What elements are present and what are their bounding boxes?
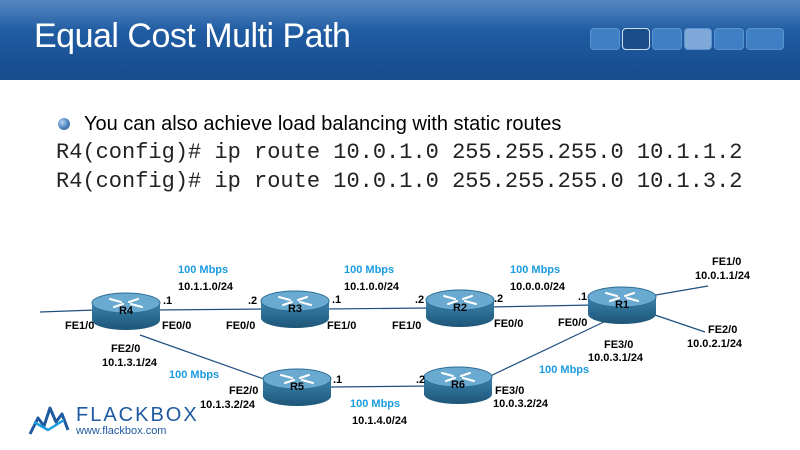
link-r4-r5 — [139, 334, 279, 385]
link-r1-fe1 — [649, 285, 709, 297]
interface-label: FE0/0 — [162, 320, 191, 332]
title-bar: Equal Cost Multi Path — [0, 0, 800, 80]
bullet-icon — [58, 118, 70, 130]
ip-label: 10.0.3.2/24 — [493, 398, 549, 410]
host-octet: .1 — [163, 295, 172, 307]
speed-label: 100 Mbps — [350, 398, 400, 410]
interface-label: FE1/0 — [65, 320, 94, 332]
interface-label: FE3/0 — [604, 339, 633, 351]
subnet-label: 10.1.0.0/24 — [344, 281, 400, 293]
interface-label: FE2/0 — [708, 324, 737, 336]
link-r6-r1 — [485, 319, 609, 379]
brand-name: FLACKBOX — [76, 404, 199, 426]
router-r5[interactable]: R5 — [262, 368, 332, 407]
command-line-2: R4(config)# ip route 10.0.1.0 255.255.25… — [56, 169, 743, 194]
interface-label: FE2/0 — [229, 385, 258, 397]
ip-label: 10.0.1.1/24 — [695, 270, 751, 282]
ip-label: 10.0.3.1/24 — [588, 352, 644, 364]
interface-label: FE1/0 — [392, 320, 421, 332]
link-r4-r3 — [154, 308, 266, 311]
router-r6[interactable]: R6 — [423, 366, 493, 405]
subnet-label: 10.0.0.0/24 — [510, 281, 566, 293]
ip-label: 10.1.3.1/24 — [102, 357, 158, 369]
host-octet: .2 — [415, 294, 424, 306]
router-label-r5: R5 — [290, 381, 304, 393]
link-r5-r6 — [329, 385, 433, 388]
speed-label: 100 Mbps — [539, 364, 589, 376]
host-octet: .2 — [416, 374, 425, 386]
host-octet: .1 — [333, 374, 342, 386]
speed-label: 100 Mbps — [344, 264, 394, 276]
subnet-label: 10.1.4.0/24 — [352, 415, 408, 427]
ip-label: 10.0.2.1/24 — [687, 338, 743, 350]
router-r1[interactable]: R1 — [587, 286, 657, 325]
interface-label: FE1/0 — [712, 256, 741, 268]
interface-label: FE3/0 — [495, 385, 524, 397]
speed-label: 100 Mbps — [510, 264, 560, 276]
interface-label: FE0/0 — [226, 320, 255, 332]
subnet-label: 10.1.1.0/24 — [178, 281, 234, 293]
ip-label: 10.1.3.2/24 — [200, 399, 256, 411]
host-octet: .1 — [332, 294, 341, 306]
link-r2-r1 — [489, 304, 594, 308]
brand-url: www.flackbox.com — [76, 425, 167, 437]
host-octet: .1 — [578, 291, 587, 303]
bullet-point: You can also achieve load balancing with… — [58, 110, 561, 138]
router-label-r2: R2 — [453, 302, 467, 314]
router-r3[interactable]: R3 — [260, 290, 330, 329]
bullet-text: You can also achieve load balancing with… — [84, 112, 562, 135]
link-r4-fe1 — [39, 309, 96, 313]
router-label-r1: R1 — [615, 299, 629, 311]
flackbox-logo-icon — [28, 406, 70, 435]
link-r1-fe2 — [651, 313, 706, 333]
router-r4[interactable]: R4 — [91, 292, 161, 331]
host-octet: .2 — [248, 295, 257, 307]
router-label-r4: R4 — [119, 305, 134, 317]
host-octet: .2 — [494, 293, 503, 305]
speed-label: 100 Mbps — [169, 369, 219, 381]
interface-label: FE0/0 — [494, 318, 523, 330]
speed-label: 100 Mbps — [178, 264, 228, 276]
links — [39, 285, 709, 388]
router-r2[interactable]: R2 — [425, 289, 495, 328]
command-line-1: R4(config)# ip route 10.0.1.0 255.255.25… — [56, 140, 743, 165]
link-r3-r2 — [324, 307, 431, 310]
interface-label: FE2/0 — [111, 343, 140, 355]
router-label-r6: R6 — [451, 379, 465, 391]
router-label-r3: R3 — [288, 303, 302, 315]
interface-label: FE0/0 — [558, 317, 587, 329]
interface-label: FE1/0 — [327, 320, 356, 332]
